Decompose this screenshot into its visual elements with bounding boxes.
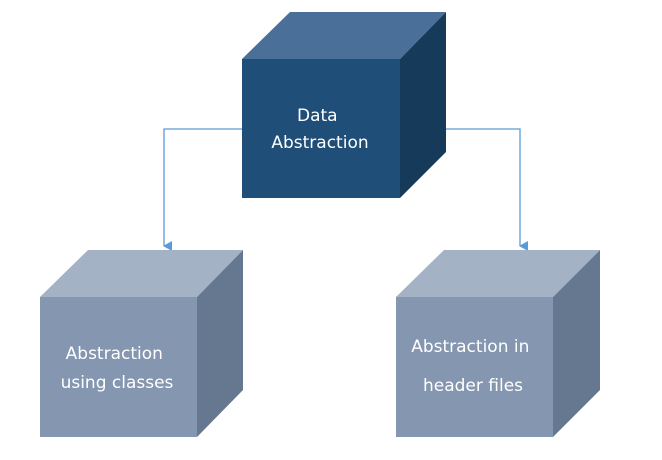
- left-cube-front: [40, 297, 197, 437]
- right-cube-front: [396, 297, 553, 437]
- left-label-line-1: Abstraction: [66, 344, 163, 364]
- right-label-line-1: Abstraction in: [411, 337, 529, 357]
- left-label-line-2: using classes: [61, 373, 174, 393]
- root-cube-front: [242, 59, 400, 198]
- right-child-cube: Abstraction in header files: [396, 250, 600, 437]
- right-cube-top: [396, 250, 600, 297]
- right-label-line-2: header files: [423, 376, 523, 396]
- left-cube-side: [197, 250, 243, 437]
- root-label: Data Abstraction: [271, 106, 368, 153]
- root-cube-top: [242, 12, 446, 59]
- connector-left: [163, 128, 242, 251]
- root-cube-side: [400, 12, 446, 198]
- left-child-cube: Abstraction using classes: [40, 250, 243, 437]
- right-child-label: Abstraction in header files: [411, 337, 535, 396]
- root-cube: Data Abstraction: [242, 12, 446, 198]
- root-label-line-2: Abstraction: [271, 133, 368, 153]
- right-cube-side: [553, 250, 600, 437]
- root-label-line-1: Data: [297, 106, 338, 126]
- left-cube-top: [40, 250, 243, 297]
- left-child-label: Abstraction using classes: [61, 344, 174, 393]
